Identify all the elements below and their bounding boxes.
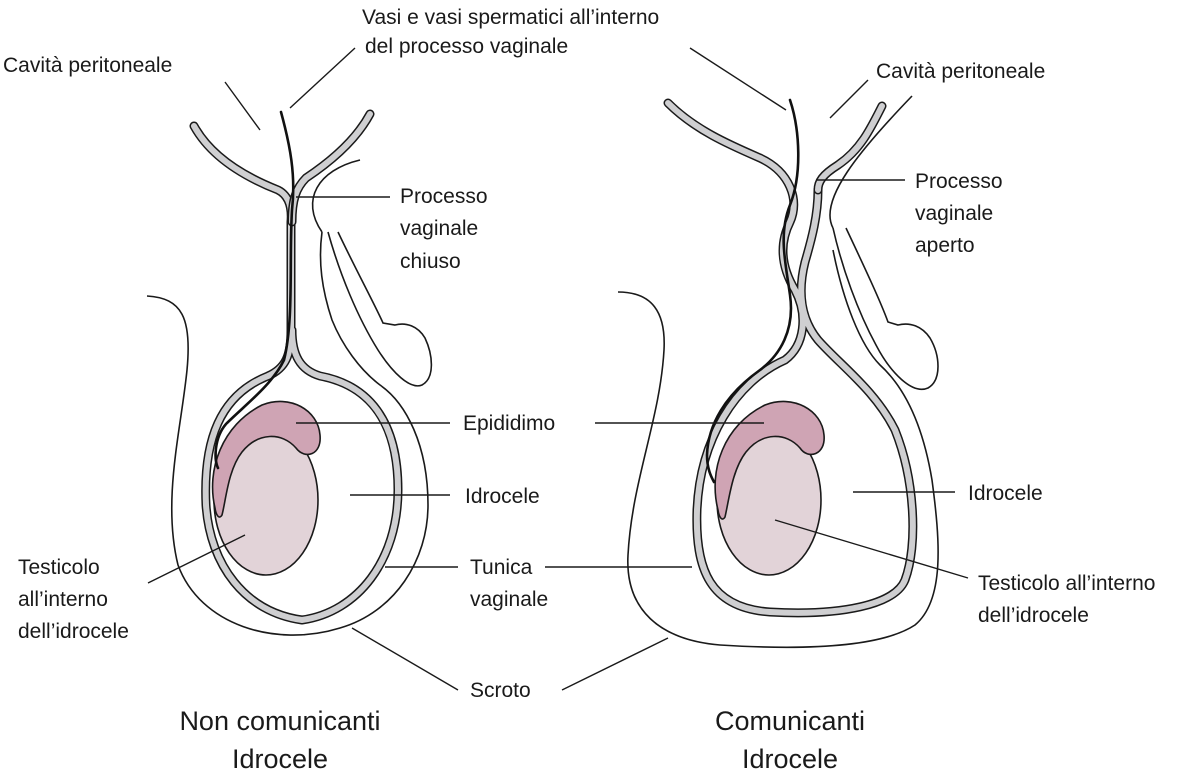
right-spermatic-vessels (705, 98, 800, 484)
label-testis-left-2: all’interno (18, 588, 108, 611)
label-epididymis: Epididimo (463, 412, 555, 435)
label-testis-right-1: Testicolo all’interno (978, 572, 1155, 595)
label-process-closed-2: vaginale (400, 217, 478, 240)
label-scrotum: Scroto (470, 679, 531, 702)
leader-scrotum-right (561, 637, 669, 691)
left-figure (146, 109, 433, 636)
left-epididymis (211, 400, 321, 518)
caption-right-line2: Idrocele (742, 744, 838, 774)
leader-peritoneal-right (829, 79, 869, 119)
label-process-open-3: aperto (915, 234, 975, 257)
left-scrotum-outline (146, 231, 429, 636)
captions: Non comunicanti Idrocele Comunicanti Idr… (179, 706, 865, 774)
label-peritoneal-left: Cavità peritoneale (3, 54, 172, 77)
label-process-closed-3: chiuso (400, 250, 461, 273)
label-peritoneal-right: Cavità peritoneale (876, 60, 1045, 83)
label-hydrocele-right: Idrocele (968, 482, 1043, 505)
right-penis-outline (832, 227, 939, 391)
label-hydrocele-center: Idrocele (465, 485, 540, 508)
label-tunica-1: Tunica (470, 556, 533, 579)
leader-peritoneal-left (224, 81, 261, 131)
leader-testis-left (147, 534, 246, 584)
left-spermatic-vessels (214, 110, 295, 470)
label-testis-left-3: dell’idrocele (18, 620, 129, 643)
right-epididymis (714, 400, 825, 520)
leader-testis-right (774, 519, 969, 579)
leader-scrotum-left (351, 627, 459, 691)
label-testis-left-1: Testicolo (18, 556, 100, 579)
label-testis-right-2: dell’idrocele (978, 604, 1089, 627)
leader-vessels-right (689, 47, 787, 111)
caption-right-line1: Comunicanti (715, 706, 865, 736)
right-scrotum-outline (617, 249, 939, 649)
left-penis-skin (311, 159, 361, 233)
leader-vessels-left (289, 47, 356, 109)
right-tunica-vaginalis (663, 98, 918, 618)
labels: Vasi e vasi spermatici all’interno del p… (3, 6, 1155, 702)
left-penis-outline (327, 231, 433, 387)
label-process-closed-1: Processo (400, 185, 488, 208)
caption-left-line2: Idrocele (232, 744, 328, 774)
leader-lines (147, 47, 969, 691)
left-tunica-vaginalis (189, 109, 403, 625)
label-process-open-2: vaginale (915, 202, 993, 225)
label-vessels-line1: Vasi e vasi spermatici all’interno (362, 6, 659, 29)
label-process-open-1: Processo (915, 170, 1003, 193)
right-figure (617, 95, 939, 649)
right-penis-skin (829, 95, 913, 229)
label-tunica-2: vaginale (470, 588, 548, 611)
label-vessels-line2: del processo vaginale (365, 35, 568, 58)
caption-left-line1: Non comunicanti (179, 706, 380, 736)
